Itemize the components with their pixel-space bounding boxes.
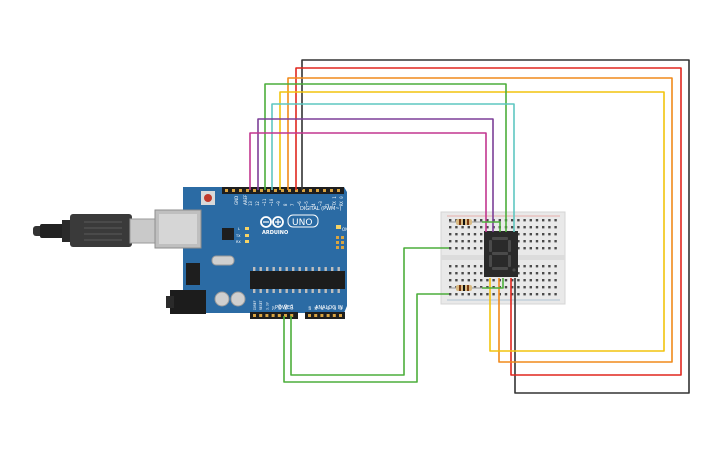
digital-pin-label: 8 xyxy=(283,203,288,206)
digital-pin-label: ~6 xyxy=(297,201,302,206)
on-label: ON xyxy=(342,227,348,232)
bottom-pin-label: A2 xyxy=(320,306,324,310)
icsp-header xyxy=(336,236,344,249)
digital-pin-label: ~3 xyxy=(318,201,323,206)
analog-label: ANALOG IN xyxy=(315,305,343,311)
digital-pin-label: 13 xyxy=(248,201,253,206)
digital-pin-label: 7 xyxy=(290,203,295,206)
wire-orange[interactable] xyxy=(287,77,673,363)
digital-pin-label: 12 xyxy=(255,201,260,206)
segment-glyph xyxy=(489,237,516,272)
bottom-pin-label: Vin xyxy=(290,304,294,310)
analog-header xyxy=(305,312,345,319)
wire-green-resistor-top[interactable] xyxy=(482,221,501,232)
bottom-pin-label: 5V xyxy=(272,306,276,310)
tx-label: TX xyxy=(235,234,241,238)
seven-segment-display[interactable]: 8 xyxy=(484,231,518,277)
l-label: L xyxy=(238,227,240,231)
digital-pin-label: 2 xyxy=(325,203,330,206)
wire-magenta[interactable] xyxy=(249,132,487,232)
digital-pin-label: ~11 xyxy=(262,198,267,206)
bottom-pin-label: GND xyxy=(284,304,288,310)
wire-black[interactable] xyxy=(301,59,690,394)
wire-green-resistor-bottom[interactable] xyxy=(482,278,504,289)
display-digit: 8 xyxy=(501,274,502,276)
bottom-pin-label: A0 xyxy=(308,306,312,310)
bottom-pin-label: A3 xyxy=(327,306,331,310)
crystal xyxy=(211,255,235,266)
capacitor-1 xyxy=(214,291,230,307)
wire-purple[interactable] xyxy=(257,118,494,232)
digital-label: DIGITAL (PWM~) xyxy=(300,206,342,212)
bottom-pin-label: A4 xyxy=(333,306,337,310)
on-led xyxy=(336,225,341,229)
digital-pin-label: RX 0 xyxy=(339,196,344,206)
wire-green-top[interactable] xyxy=(264,83,507,232)
usb-chip xyxy=(222,228,234,240)
bottom-pin-label: A5 xyxy=(339,306,343,310)
bottom-pin-label: A1 xyxy=(314,306,318,310)
power-jack xyxy=(170,290,206,314)
power-label: POWER xyxy=(275,305,294,311)
rx-label: RX xyxy=(236,240,241,244)
regulator xyxy=(186,263,200,285)
wire-green-gnd-2[interactable] xyxy=(290,247,449,376)
bottom-pin-label: 3.3V xyxy=(265,302,269,310)
digital-pin-label: ~9 xyxy=(276,201,281,206)
arduino-logo: ARDUINO UNO xyxy=(260,214,319,236)
digital-pin-label: ~5 xyxy=(304,201,309,206)
digital-pin-label: TX 1 xyxy=(332,196,337,206)
model-label: UNO xyxy=(292,218,312,228)
brand-label: ARDUINO xyxy=(262,230,288,236)
digital-pin-label: 4 xyxy=(311,203,316,206)
rx-led xyxy=(245,240,249,243)
gnd-label: GND xyxy=(234,196,239,205)
wire-cyan[interactable] xyxy=(271,103,515,232)
usb-cable[interactable] xyxy=(33,214,159,247)
resistor-bottom[interactable] xyxy=(449,285,482,291)
capacitor-2 xyxy=(230,291,246,307)
bottom-pin-label: GND xyxy=(278,304,282,310)
atmega-chip xyxy=(250,271,345,289)
tx-led xyxy=(245,234,249,237)
bottom-pin-label: RESET xyxy=(259,300,263,310)
bottom-pin-label: IOREF xyxy=(253,300,257,310)
aref-label: AREF xyxy=(243,194,248,205)
wire-yellow[interactable] xyxy=(279,91,665,352)
l-led xyxy=(245,227,249,230)
wire-green-gnd-1[interactable] xyxy=(283,293,449,383)
wire-red[interactable] xyxy=(295,67,682,376)
wires[interactable] xyxy=(249,59,690,394)
digital-pin-label: ~10 xyxy=(269,198,274,206)
resistor-top[interactable] xyxy=(449,219,482,225)
arduino-uno-board[interactable]: DIGITAL (PWM~) AREF GND ON L TX RX POWER… xyxy=(154,187,348,319)
